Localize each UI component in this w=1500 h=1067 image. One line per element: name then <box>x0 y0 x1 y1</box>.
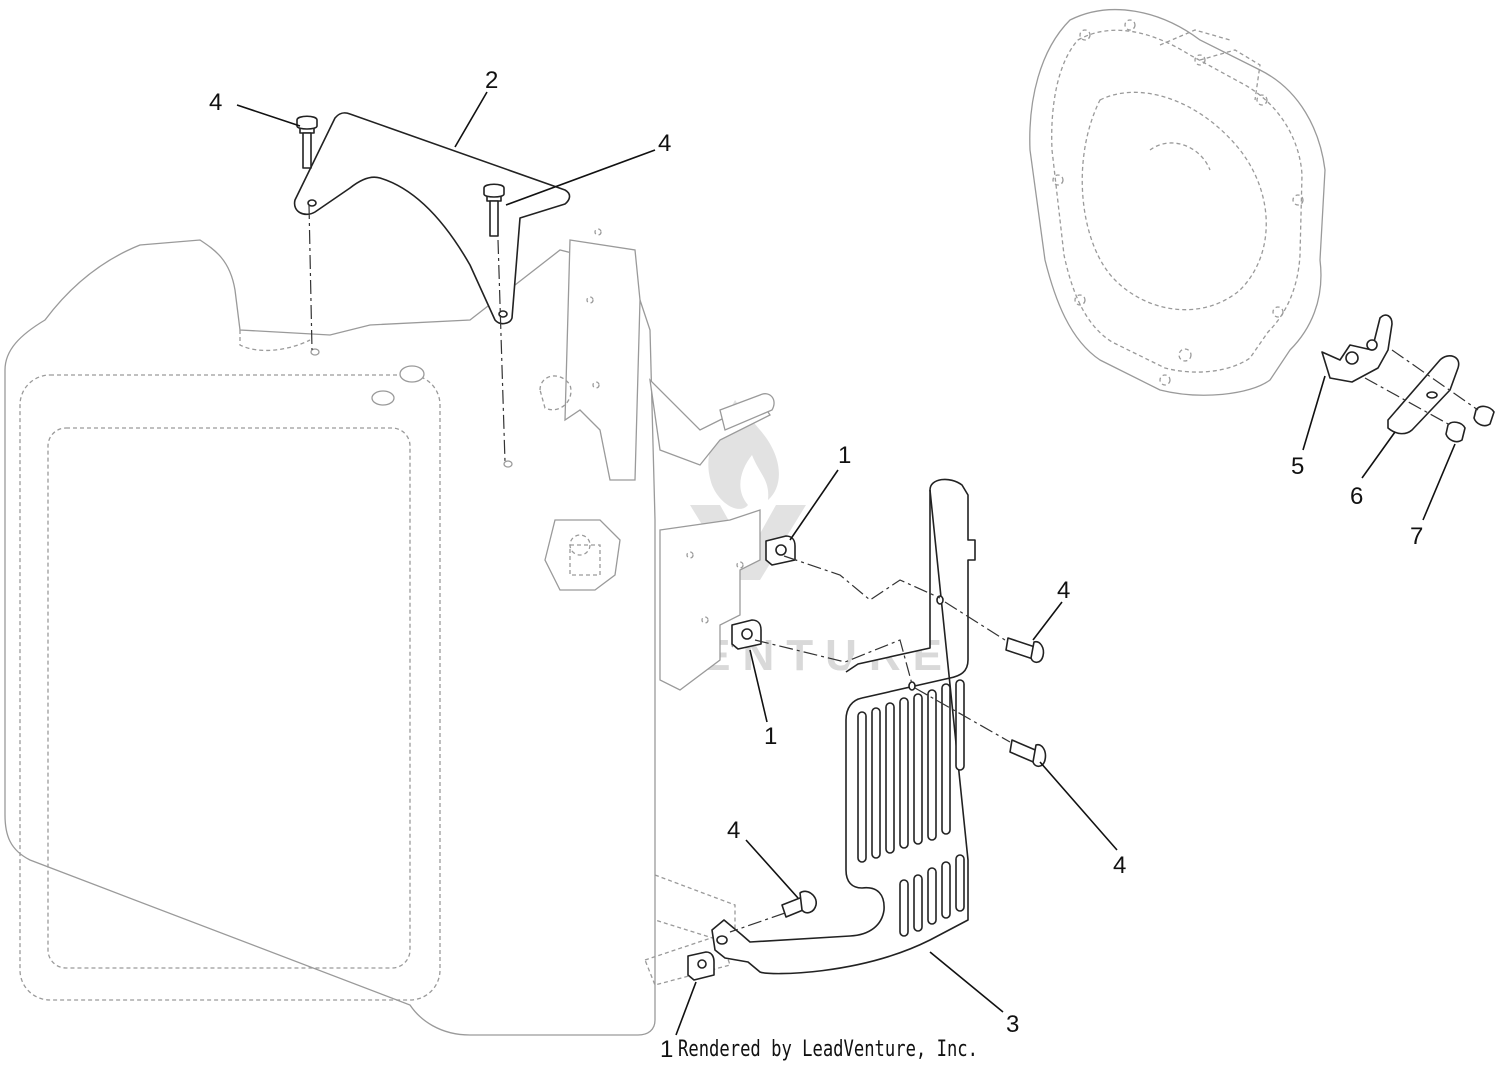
callout-7: 7 <box>1410 523 1423 550</box>
part-1-speed-nut-mid <box>731 619 762 650</box>
radiator-outline <box>4 228 775 1036</box>
callout-3: 3 <box>1006 1011 1019 1038</box>
callout-5: 5 <box>1291 453 1304 480</box>
centerline-bolt-right <box>497 239 506 463</box>
part-4-bolt-top-left <box>296 115 318 169</box>
part-4-bolt-shield-lower <box>1009 739 1047 768</box>
part-7-nuts <box>1445 405 1495 443</box>
part-5-bracket <box>1321 314 1393 383</box>
centerline-bottom-bolt <box>729 912 786 933</box>
callout-1-mid: 1 <box>764 723 777 750</box>
part-2-bracket <box>293 112 571 325</box>
centerline-bolt-left <box>308 204 313 351</box>
part-6-plate <box>1387 355 1460 435</box>
centerline-shield-lower-bolt <box>914 687 1011 743</box>
callout-4-top-left: 4 <box>209 89 222 116</box>
part-3-shield <box>711 478 976 975</box>
shield-vent-slots <box>857 679 965 937</box>
callout-1-top: 1 <box>838 442 851 469</box>
part-4-bolt-bottom <box>781 890 817 918</box>
callout-1-bottom: 1 <box>660 1036 673 1063</box>
leader-lines <box>236 91 1456 1036</box>
callout-4-shield-lower: 4 <box>1113 852 1126 879</box>
callout-4-top-right: 4 <box>658 130 671 157</box>
part-4-bolt-shield-upper <box>1005 637 1045 664</box>
centerline-parts-5-7 <box>1364 349 1479 426</box>
flywheel-housing-outline <box>1029 9 1326 396</box>
callout-labels: 4 2 4 1 4 1 4 4 3 1 5 6 7 <box>209 67 1423 1063</box>
part-4-bolt-top-right <box>483 183 505 237</box>
centerline-shield-upper-bolt <box>944 601 1006 641</box>
part-1-speed-nut-bottom <box>687 951 715 981</box>
callout-4-shield-upper: 4 <box>1057 577 1070 604</box>
render-credit: Rendered by LeadVenture, Inc. <box>678 1037 978 1062</box>
callout-6: 6 <box>1350 483 1363 510</box>
callout-4-bottom: 4 <box>727 817 740 844</box>
mount-bracket-outline <box>659 509 761 691</box>
callout-2: 2 <box>485 67 498 94</box>
